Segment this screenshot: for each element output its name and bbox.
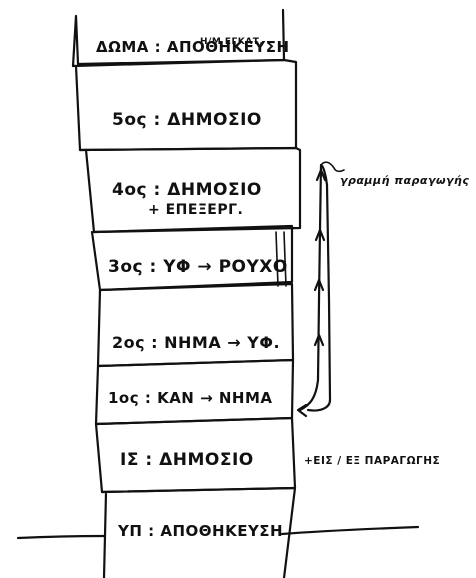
floor-1-label: 1ος : ΚΑΝ → ΝΗΜΑ (108, 389, 273, 407)
production-line-inner (275, 231, 287, 287)
roof-sublabel: Η/Μ ΕΓΚΑΤ. (200, 37, 263, 47)
floor-5-box (71, 58, 298, 152)
basement-label: ΥΠ : ΑΠΟΘΗΚΕΥΣΗ (117, 522, 283, 540)
floor-3-label: 3ος : ΥΦ → ΡΟΥΧΟ (108, 257, 288, 277)
production-line (298, 163, 332, 412)
floor-2-label: 2ος : ΝΗΜΑ → ΥΦ. (112, 333, 280, 352)
floor-4-label: 4ος : ΔΗΜΟΣΙΟ (112, 180, 262, 200)
floor-3-box (90, 224, 294, 292)
floor-5-label: 5ος : ΔΗΜΟΣΙΟ (112, 110, 262, 130)
arrow-left-icon (296, 403, 308, 418)
ground-floor-label: ΙΣ : ΔΗΜΟΣΙΟ (120, 450, 254, 470)
roof-label: ΔΩΜΑ : ΑΠΟΘΗΚΕΥΣΗ (96, 38, 290, 56)
production-line-note: γραμμή παραγωγής (340, 174, 469, 187)
basement-box (100, 486, 297, 578)
arrow-up-icon (315, 168, 327, 182)
arrow-up-icon (314, 228, 326, 242)
floor-4-sublabel: + ΕΠΕΞΕΡΓ. (148, 202, 243, 218)
floor-2-box (96, 282, 295, 368)
floor-4-box (78, 146, 302, 234)
arrow-up-icon (313, 278, 325, 292)
ground-floor-note: +ΕΙΣ / ΕΞ ΠΑΡΑΓΩΓΗΣ (304, 455, 440, 467)
arrow-up-icon (313, 333, 325, 347)
ground-line (16, 525, 420, 540)
callout-pointer (320, 161, 345, 173)
